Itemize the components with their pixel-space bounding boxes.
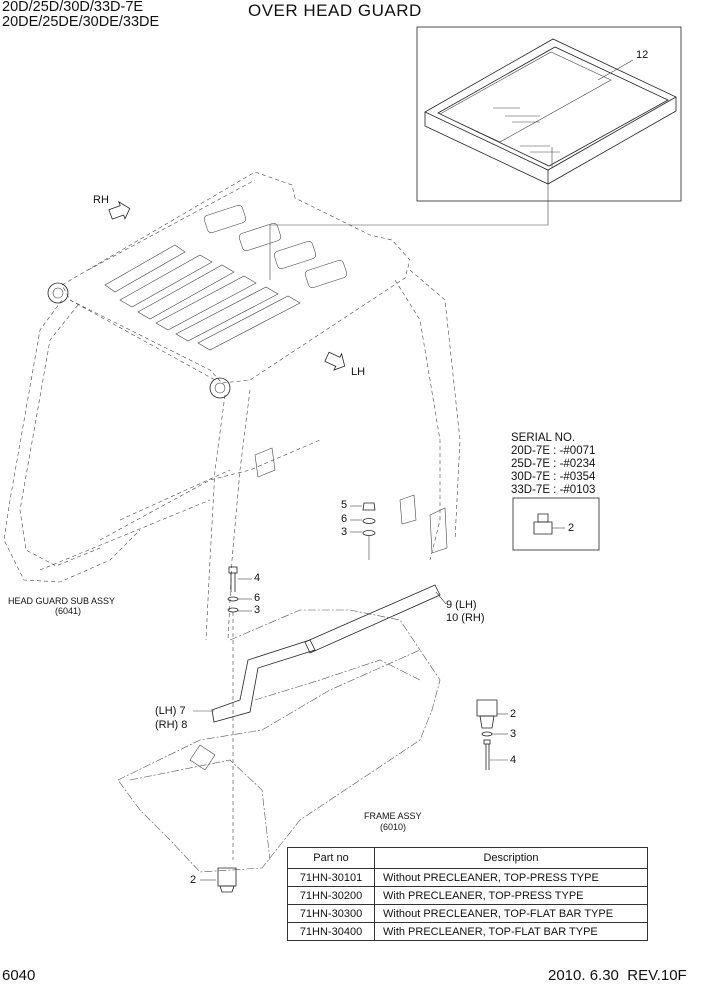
callout-3-right: 3	[510, 728, 517, 740]
callout-6-left: 6	[254, 592, 261, 604]
rh-label: RH	[93, 194, 109, 206]
bolt-washer-stack-left	[227, 566, 239, 860]
callout-6-upper: 6	[341, 513, 348, 525]
serial-heading: SERIAL NO.	[511, 432, 576, 444]
frame-code-label: (6010)	[380, 822, 407, 832]
callout-3-left: 3	[254, 604, 261, 616]
callout-12: 12	[636, 49, 649, 61]
callout-2-right: 2	[510, 708, 517, 720]
head-guard-code-label: (6041)	[55, 606, 82, 616]
lh-arrow-icon	[324, 351, 346, 371]
frame-assy-label: FRAME ASSY	[364, 811, 422, 821]
serial-row: 30D-7E : -#0354	[511, 471, 596, 483]
nut-washer-stack-upper	[362, 502, 376, 560]
page-number: 6040	[2, 967, 36, 984]
truck-frame	[117, 609, 441, 873]
table-row: 71HN-30300 Without PRECLEANER, TOP-FLAT …	[287, 904, 648, 923]
part-no-cell: 71HN-30101	[287, 868, 375, 887]
callout-5: 5	[341, 499, 348, 511]
page-title: OVER HEAD GUARD	[248, 1, 422, 20]
work-light-right	[209, 377, 231, 399]
lh-label: LH	[351, 366, 366, 378]
head-guard-sub-assy-label: HEAD GUARD SUB ASSY	[8, 596, 116, 606]
callout-7-lh: (LH) 7	[155, 705, 186, 717]
serial-row: 20D-7E : -#0071	[511, 445, 596, 457]
callout-4-left: 4	[254, 572, 261, 584]
serial-row: 25D-7E : -#0234	[511, 458, 596, 470]
callout-2-serial: 2	[568, 522, 575, 534]
model-list-line-1: 20D/25D/30D/33D-7E	[2, 0, 144, 15]
table-row: 71HN-30101 Without PRECLEANER, TOP-PRESS…	[287, 868, 648, 887]
rubber-mount-right	[476, 699, 498, 770]
head-guard-frame	[3, 171, 461, 641]
callout-2-bottom: 2	[190, 874, 197, 886]
callout-10-rh: 10 (RH)	[446, 612, 485, 624]
callout-9-lh: 9 (LH)	[446, 599, 477, 611]
table-header-row: Part no Description	[287, 847, 648, 869]
date-revision: 2010. 6.30 REV.10F	[548, 967, 687, 984]
serial-number-block: SERIAL NO. 20D-7E : -#0071 25D-7E : -#02…	[511, 432, 595, 497]
serial-row: 33D-7E : -#0103	[511, 484, 596, 496]
table-row: 71HN-30400 With PRECLEANER, TOP-FLAT BAR…	[287, 922, 648, 941]
callout-4-right: 4	[510, 754, 517, 766]
table-row: 71HN-30200 With PRECLEANER, TOP-PRESS TY…	[287, 886, 648, 905]
description-cell: Without PRECLEANER, TOP-FLAT BAR TYPE	[374, 904, 648, 923]
column-header-part-no: Part no	[287, 847, 375, 869]
rh-arrow-icon	[108, 200, 131, 220]
part-no-cell: 71HN-30400	[287, 922, 375, 941]
callout-3-upper: 3	[341, 526, 348, 538]
mount-bar-upper	[304, 584, 441, 654]
column-header-description: Description	[374, 847, 648, 869]
part-no-cell: 71HN-30300	[287, 904, 375, 923]
model-list-line-2: 20DE/25DE/30DE/33DE	[2, 14, 160, 30]
description-cell: Without PRECLEANER, TOP-PRESS TYPE	[374, 868, 648, 887]
rubber-mount-bottom	[217, 867, 237, 893]
mount-bar-lower	[211, 639, 316, 723]
serial-detail-box	[512, 497, 600, 551]
parts-table: Part no Description 71HN-30101 Without P…	[287, 847, 648, 941]
description-cell: With PRECLEANER, TOP-FLAT BAR TYPE	[374, 922, 648, 941]
description-cell: With PRECLEANER, TOP-PRESS TYPE	[374, 886, 648, 905]
part-no-cell: 71HN-30200	[287, 886, 375, 905]
pad-detail-frame	[269, 26, 682, 280]
work-light-left	[47, 282, 69, 304]
callout-8-rh: (RH) 8	[155, 719, 188, 731]
